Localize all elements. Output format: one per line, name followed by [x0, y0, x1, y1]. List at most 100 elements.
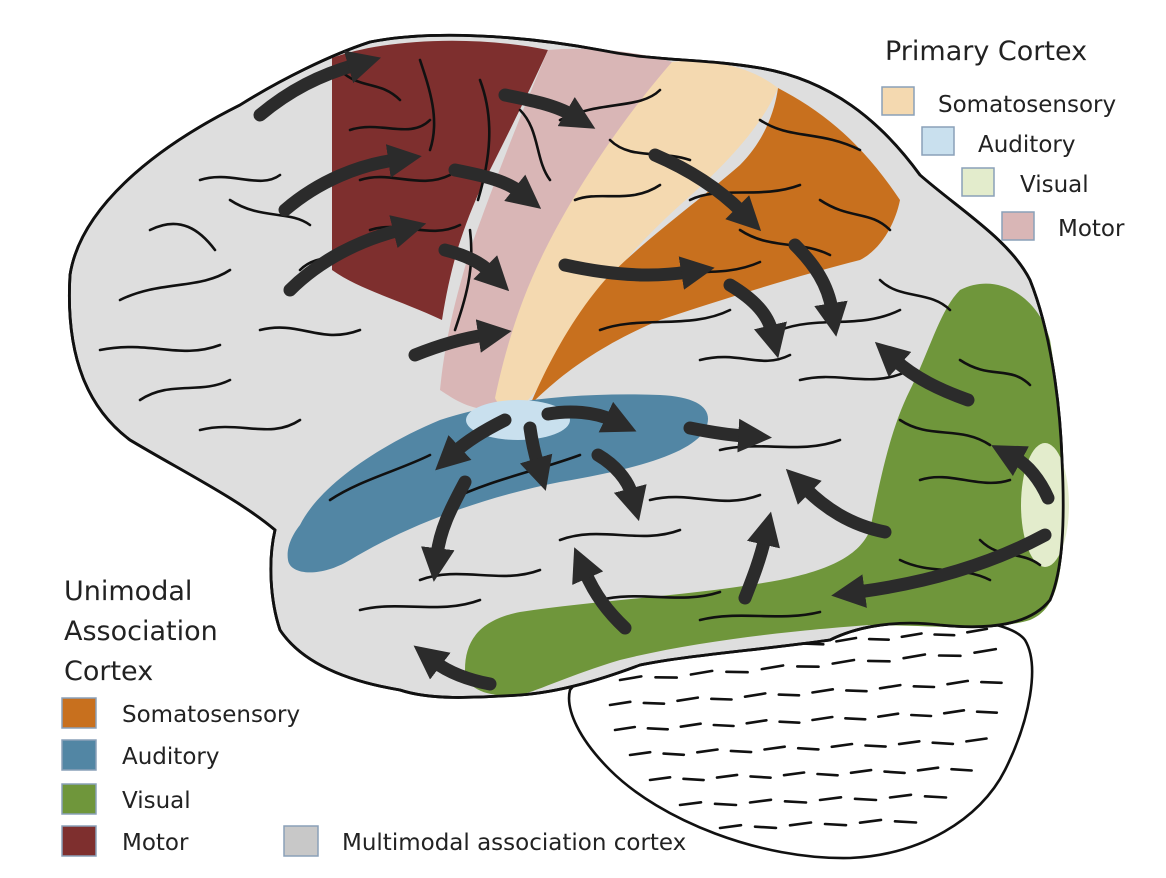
- cerebellum-fold-line: [844, 717, 867, 721]
- information-flow-arrows: [253, 50, 1055, 691]
- primary-visual-swatch: [961, 167, 995, 197]
- cerebellum: [567, 615, 1034, 860]
- multimodal-swatch: [283, 825, 319, 857]
- arrow: [253, 50, 381, 122]
- arrow: [541, 401, 637, 433]
- cerebellum-fold-line: [788, 821, 813, 827]
- arrow: [519, 421, 553, 491]
- cerebellum-fold-line: [946, 679, 970, 686]
- cerebellum-fold-line: [835, 636, 858, 643]
- unimodal-motor-label: Motor: [122, 830, 189, 856]
- arrow: [558, 256, 715, 290]
- primary-somatosensory-label: Somatosensory: [938, 92, 1116, 118]
- cerebellum-fold-line: [718, 823, 743, 830]
- arrow: [874, 341, 975, 407]
- unimodal-association-legend: Unimodal Association Cortex Somatosensor…: [61, 576, 300, 857]
- arrow: [278, 144, 422, 217]
- visual-association-region: [465, 283, 1064, 696]
- primary-somatosensory-region: [495, 61, 778, 409]
- arrow: [723, 278, 787, 359]
- unimodal-legend-title-line2: Association: [64, 616, 218, 647]
- cerebellum-fold-line: [743, 692, 767, 698]
- cerebellum-fold-line: [933, 633, 956, 637]
- cerebellum-fold-line: [679, 722, 702, 728]
- cerebellum-fold-line: [642, 701, 666, 705]
- cerebellum-fold-line: [745, 719, 768, 725]
- multimodal-label: Multimodal association cortex: [342, 830, 686, 856]
- cerebellum-fold-line: [942, 709, 966, 715]
- unimodal-visual-label: Visual: [122, 788, 191, 814]
- cerebellum-fold-line: [748, 798, 773, 804]
- cerebellum-fold-line: [973, 647, 998, 654]
- cerebellum-fold-line: [897, 740, 921, 746]
- cerebellum-fold-line: [628, 750, 652, 757]
- cerebellum-fold-line: [753, 825, 778, 830]
- cerebellum-fold-line: [760, 664, 785, 671]
- cerebellum-fold-line: [818, 796, 843, 802]
- arrow: [591, 448, 647, 522]
- cerebellum-fold-line: [729, 749, 753, 754]
- cerebellum-fold-line: [878, 683, 902, 690]
- cerebellum-fold-line: [923, 795, 948, 799]
- cerebellum-fold-line: [849, 768, 873, 775]
- cerebellum-fold-line: [712, 723, 735, 728]
- cerebellum-fold-line: [864, 744, 887, 748]
- cerebellum-fold-line: [830, 742, 854, 749]
- unimodal-legend-title-line3: Cortex: [64, 656, 153, 687]
- cerebellum-fold-line: [715, 773, 739, 779]
- cerebellum-fold-line: [966, 627, 989, 634]
- unimodal-visual-swatch: [61, 783, 97, 815]
- multimodal-legend: Multimodal association cortex: [283, 825, 686, 857]
- cerebellum-fold-line: [783, 800, 808, 804]
- cerebellum-fold-line: [778, 720, 801, 724]
- cerebellum-fold-line: [910, 713, 933, 718]
- cerebellum-fold-line: [777, 693, 801, 697]
- cerebellum-fold-line: [608, 700, 632, 707]
- cerebellum-fold-line: [877, 712, 900, 718]
- arrow: [738, 511, 780, 605]
- cerebellum-fold-line: [646, 727, 669, 731]
- arrow: [283, 215, 427, 297]
- primary-auditory-swatch: [921, 126, 955, 156]
- cerebellum-fold-line: [689, 669, 714, 676]
- cerebellum-fold-line: [796, 746, 820, 751]
- cerebellum-fold-line: [662, 752, 686, 757]
- cerebellum-fold-line: [676, 696, 700, 703]
- unimodal-auditory-swatch: [61, 739, 97, 771]
- primary-somatosensory-swatch: [881, 86, 915, 116]
- cerebellum-fold-line: [845, 689, 868, 693]
- arrow: [448, 163, 542, 209]
- cerebellum-fold-line: [900, 632, 923, 639]
- arrow: [408, 319, 512, 362]
- cerebellum-fold-line: [682, 777, 705, 782]
- cerebellum-fold-line: [678, 801, 703, 807]
- cerebellum-fold-line: [831, 658, 856, 665]
- primary-cortex-legend: Primary Cortex Somatosensory Auditory Vi…: [881, 36, 1125, 242]
- auditory-association-region: [287, 394, 708, 573]
- arrow: [435, 413, 512, 471]
- cerebellum-fold-line: [713, 802, 738, 807]
- cerebellum-fold-line: [749, 775, 772, 779]
- primary-auditory-label: Auditory: [978, 132, 1075, 158]
- cerebellum-fold-line: [782, 771, 806, 777]
- cerebellum-fold-line: [980, 680, 1003, 685]
- cerebellum-fold-line: [902, 653, 927, 660]
- cerebellum-fold-line: [696, 748, 719, 754]
- arrow: [413, 645, 497, 691]
- arrow: [438, 243, 510, 292]
- cerebellum-fold-line: [888, 793, 913, 799]
- cerebellum-fold-line: [916, 766, 940, 772]
- arrow: [572, 547, 632, 635]
- cerebellum-fold-line: [912, 685, 936, 689]
- unimodal-legend-title-line1: Unimodal: [64, 576, 192, 607]
- cerebellum-fold-line: [965, 737, 988, 743]
- cerebellum-fold-line: [823, 822, 848, 827]
- unimodal-motor-swatch: [61, 825, 97, 857]
- cerebellum-fold-line: [763, 745, 786, 751]
- motor-association-region: [332, 40, 548, 320]
- arrow: [991, 445, 1055, 505]
- cerebellum-fold-line: [816, 772, 839, 777]
- arrow: [788, 238, 848, 337]
- cerebellum-fold-line: [867, 637, 890, 641]
